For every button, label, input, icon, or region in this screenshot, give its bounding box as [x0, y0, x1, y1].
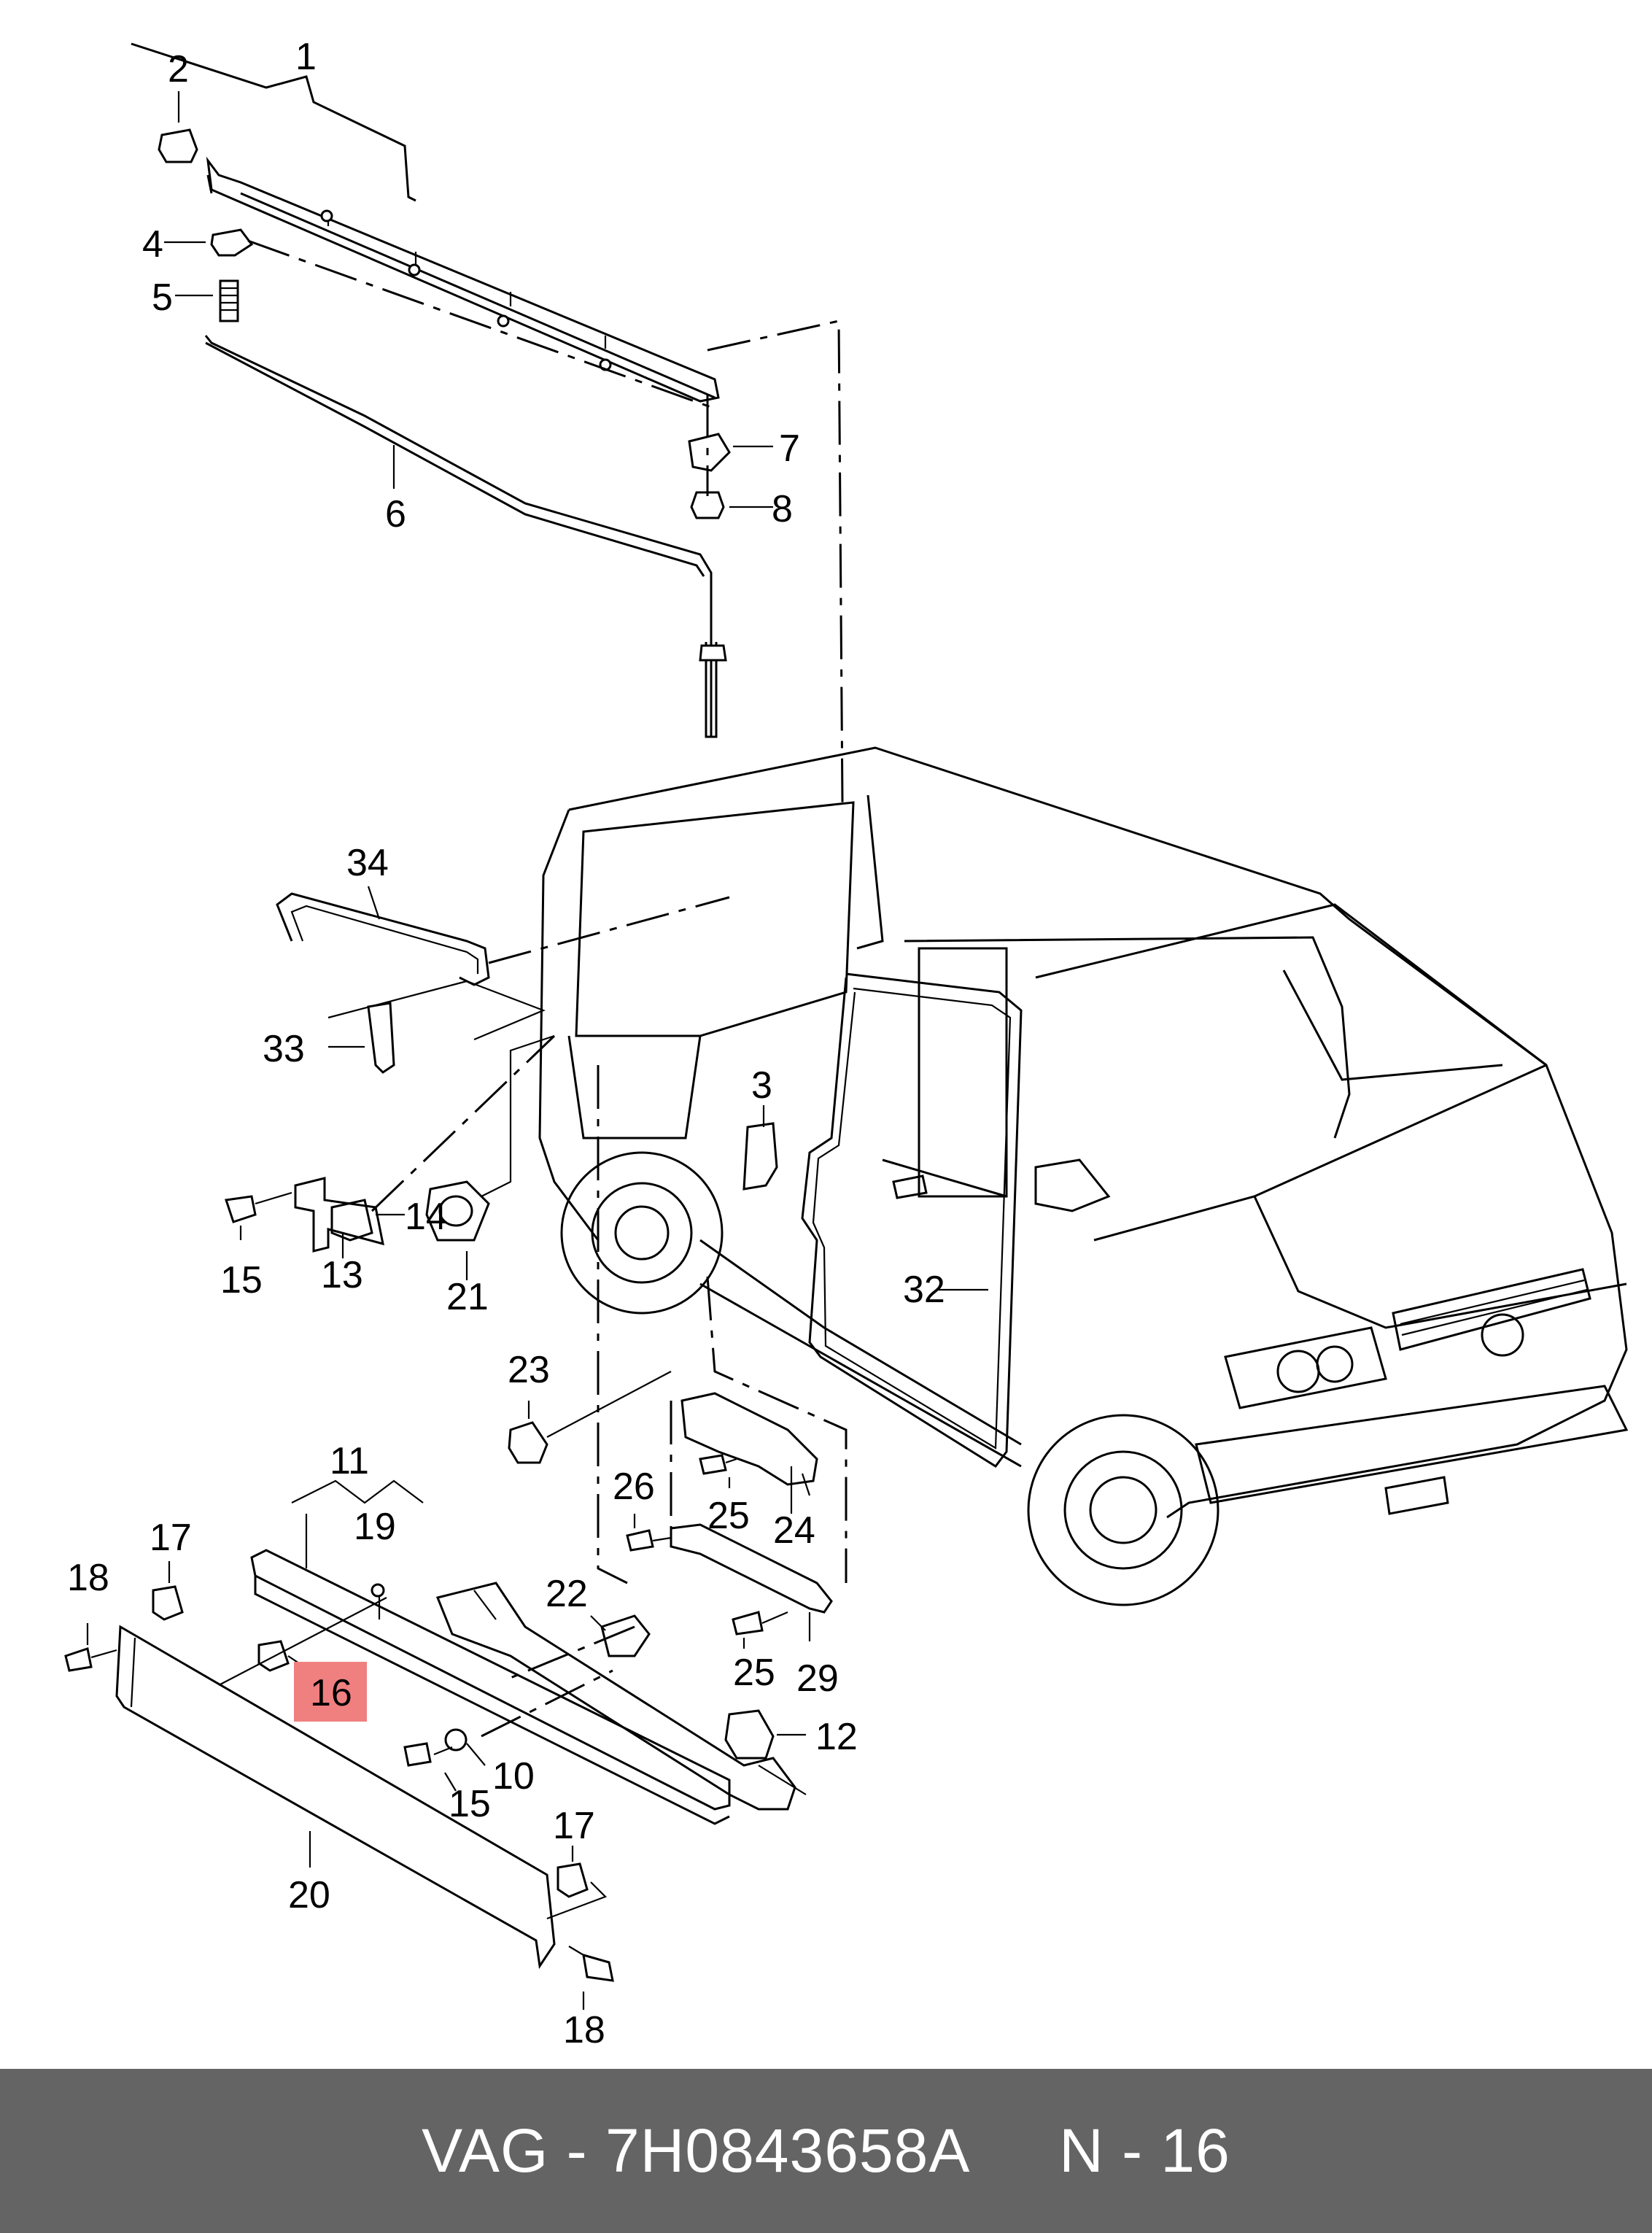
callout-20: 20 — [288, 1874, 330, 1916]
bolt-15b — [403, 1742, 432, 1767]
callout-19: 19 — [354, 1506, 396, 1548]
bolt-25a — [699, 1454, 727, 1475]
bolt-26 — [626, 1529, 654, 1552]
roller-24 — [680, 1392, 818, 1486]
callout-14: 14 — [405, 1196, 447, 1238]
callout-2: 2 — [168, 48, 189, 90]
callout-6: 6 — [385, 493, 406, 535]
end-cap — [158, 128, 198, 163]
callout-4: 4 — [142, 223, 163, 266]
window-seal — [276, 892, 490, 986]
screw-18b — [582, 1953, 614, 1982]
callout-13: 13 — [321, 1254, 363, 1296]
callout-15b: 15 — [449, 1783, 491, 1825]
part-number-footer: VAG - 7H0843658A N - 16 — [0, 2069, 1652, 2233]
callout-18b: 18 — [563, 2009, 605, 2051]
van-body — [538, 746, 1629, 1606]
bolt-5 — [219, 279, 239, 322]
reference-label: N - 16 — [1059, 2116, 1230, 2185]
callout-5: 5 — [152, 276, 173, 319]
bushing-22 — [600, 1614, 651, 1657]
callout-34: 34 — [346, 842, 389, 884]
bushing-14 — [330, 1199, 373, 1242]
callout-23: 23 — [508, 1349, 550, 1391]
callout-3: 3 — [751, 1064, 772, 1107]
callout-18a: 18 — [67, 1557, 109, 1599]
bracket-13 — [294, 1177, 384, 1253]
callout-15a: 15 — [220, 1259, 263, 1301]
callout-29: 29 — [796, 1657, 839, 1700]
bracket-33 — [367, 1002, 395, 1074]
bracket-3 — [742, 1122, 778, 1191]
callout-16: 16 — [310, 1672, 352, 1714]
rail-29 — [670, 1523, 833, 1614]
upper-guide-rail — [131, 42, 720, 403]
clip-17b — [557, 1862, 589, 1898]
callout-21: 21 — [446, 1276, 489, 1318]
callout-32: 32 — [903, 1269, 945, 1311]
callout-8: 8 — [772, 488, 793, 530]
parts-diagram: 1 2 3 4 5 6 7 8 10 11 12 13 14 15 15 16 … — [64, 36, 1629, 2051]
clip-17a — [152, 1585, 184, 1621]
callout-24: 24 — [773, 1509, 815, 1552]
callout-10: 10 — [492, 1755, 535, 1797]
door-seal — [801, 972, 1023, 1468]
clip-7 — [688, 433, 731, 472]
washer-10 — [444, 1728, 468, 1752]
separator: - — [548, 2116, 605, 2185]
callout-16-highlight — [294, 1662, 367, 1722]
callout-12: 12 — [815, 1716, 858, 1758]
part-number: 7H0843658A — [605, 2116, 971, 2185]
callout-26: 26 — [613, 1466, 655, 1508]
callout-17a: 17 — [150, 1517, 192, 1559]
brand-label: VAG — [422, 2116, 549, 2185]
callout-25b: 25 — [733, 1652, 775, 1694]
bolt-25b — [732, 1611, 764, 1636]
trim-panel-20 — [115, 1625, 556, 1970]
roller-12 — [724, 1709, 775, 1760]
callout-25a: 25 — [707, 1495, 750, 1537]
callout-7: 7 — [779, 427, 800, 470]
callout-33: 33 — [263, 1028, 305, 1070]
cap-23 — [508, 1421, 548, 1464]
callout-22: 22 — [546, 1573, 588, 1615]
guide-21 — [425, 1180, 490, 1242]
clip-4 — [210, 228, 254, 257]
seal-strip — [204, 335, 713, 737]
bolt-15a — [225, 1195, 257, 1223]
callout-1: 1 — [295, 36, 317, 78]
callout-17b: 17 — [553, 1805, 595, 1847]
screw-18a — [64, 1647, 93, 1672]
callout-11: 11 — [330, 1440, 369, 1482]
nut-8 — [690, 491, 725, 519]
